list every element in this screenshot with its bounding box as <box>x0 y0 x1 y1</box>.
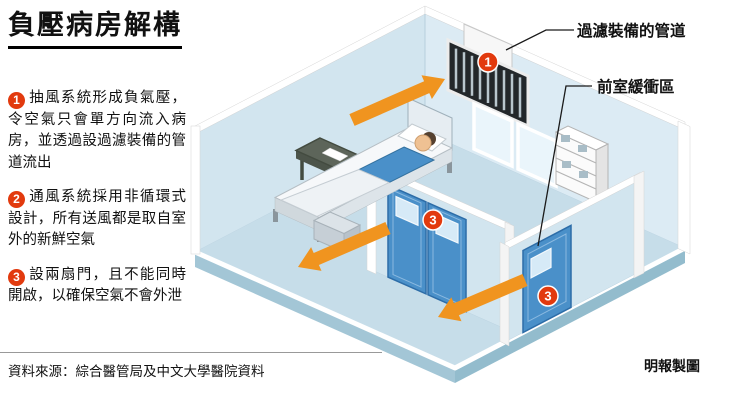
credit-note: 明報製圖 <box>644 360 700 375</box>
patient <box>279 132 436 218</box>
badge-outer-door: 3 <box>537 285 559 307</box>
page-title: 負壓病房解構 <box>8 10 182 50</box>
legend-badge-3: 3 <box>8 268 25 286</box>
legend-badge-1: 1 <box>8 92 25 109</box>
svg-text:3: 3 <box>544 289 551 304</box>
source-note: 資料來源：綜合醫管局及中文大學醫院資料 <box>0 352 382 380</box>
airflow-arrows <box>298 75 528 322</box>
blanket <box>279 169 391 218</box>
legend-text-3: 設兩扇門，且不能同時開啟，以確保空氣不會外泄 <box>8 266 186 305</box>
airflow-arrow-to-vent <box>349 75 445 126</box>
window <box>472 101 558 189</box>
outer-door <box>522 224 572 334</box>
callout-anteroom: 前室緩衝區 <box>597 79 675 96</box>
airflow-arrow-ward <box>298 222 391 271</box>
badge-vent: 1 <box>477 51 499 73</box>
badge-inner-door: 3 <box>422 209 444 231</box>
leader-line-anteroom <box>537 85 592 247</box>
svg-text:1: 1 <box>484 55 491 70</box>
leader-line-duct <box>505 29 574 51</box>
callout-leader-lines <box>505 29 592 247</box>
airflow-arrow-anteroom <box>438 274 528 322</box>
legend-text-1: 抽風系統形成負氣壓，令空氣只會單方向流入病房，並透過設過濾裝備的管道流出 <box>8 90 186 171</box>
back-left-wall <box>190 5 426 255</box>
svg-text:3: 3 <box>429 213 436 228</box>
callout-filter-duct: 過濾裝備的管道 <box>577 23 686 40</box>
hospital-bed <box>273 97 454 242</box>
legend-badge-2: 2 <box>8 191 25 208</box>
paper-sheet <box>321 147 349 162</box>
legend-text-2: 通風系統採用非循環式設計，所有送風都是取自室外的新鮮空氣 <box>8 189 186 248</box>
